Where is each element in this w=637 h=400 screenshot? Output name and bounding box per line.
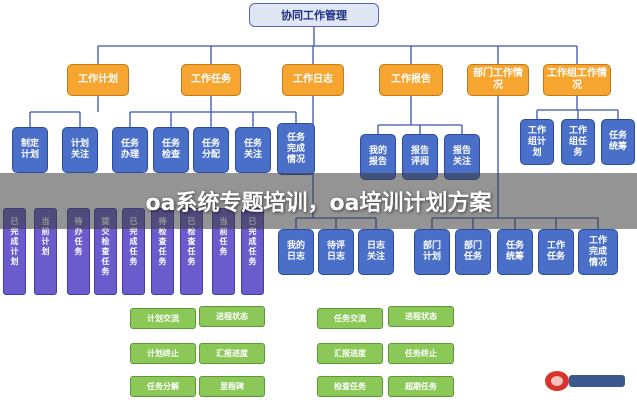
plan-subnode: 计划关注 — [62, 127, 98, 173]
flow-box: 任务交流 — [317, 308, 383, 329]
dept-leaf: 任务统筹 — [497, 229, 533, 275]
log-leaf: 待评日志 — [318, 229, 354, 275]
task-subnode: 任务完成情况 — [277, 123, 315, 175]
report-subnode: 报告评阅 — [402, 134, 438, 180]
task-leaf: 已检查任务 — [180, 208, 203, 295]
group-subnode: 任务统筹 — [601, 119, 635, 165]
task-leaf: 当前任务 — [212, 208, 235, 295]
flow-box: 任务终止 — [388, 343, 454, 364]
group-leaf: 工作任务 — [538, 229, 574, 275]
task-subnode: 任务检查 — [153, 127, 189, 173]
dept-leaf: 部门计划 — [414, 229, 450, 275]
report-subnode: 我的报告 — [360, 134, 396, 180]
flow-box: 里程碑 — [199, 376, 265, 397]
root-node: 协同工作管理 — [249, 3, 379, 27]
flow-box: 任务分解 — [130, 376, 196, 397]
group-subnode: 工作组任务 — [561, 119, 595, 165]
category-node: 工作任务 — [181, 64, 241, 96]
category-node: 工作计划 — [67, 64, 129, 96]
flow-box: 进程状态 — [199, 306, 265, 327]
dept-leaf: 部门任务 — [455, 229, 491, 275]
flow-box: 计划终止 — [130, 343, 196, 364]
flow-box: 进程状态 — [388, 306, 454, 327]
log-leaf: 我的日志 — [278, 229, 314, 275]
task-subnode: 任务分配 — [193, 127, 229, 173]
plan-subnode: 制定计划 — [12, 127, 48, 173]
flow-box: 检查任务 — [317, 376, 383, 397]
task-leaf: 待检查任务 — [151, 208, 174, 295]
category-node: 工作组工作情况 — [543, 64, 611, 96]
banner-title: oa系统专题培训，oa培训计划方案 — [145, 191, 492, 216]
flow-box: 超期任务 — [388, 376, 454, 397]
category-node: 部门工作情况 — [467, 64, 529, 96]
flow-box: 汇报进度 — [199, 343, 265, 364]
log-leaf: 日志关注 — [358, 229, 394, 275]
group-leaf: 工作完成情况 — [578, 229, 618, 275]
task-subnode: 任务办理 — [112, 127, 148, 173]
title-banner — [0, 173, 637, 229]
flow-box: 计划交流 — [130, 308, 196, 329]
flow-box: 汇报进度 — [317, 343, 383, 364]
report-subnode: 报告关注 — [444, 134, 480, 180]
task-subnode: 任务关注 — [235, 127, 271, 173]
category-node: 工作日志 — [282, 64, 344, 96]
category-node: 工作报告 — [379, 64, 443, 96]
group-subnode: 工作组计划 — [520, 119, 554, 165]
watermark-logo — [545, 371, 625, 391]
